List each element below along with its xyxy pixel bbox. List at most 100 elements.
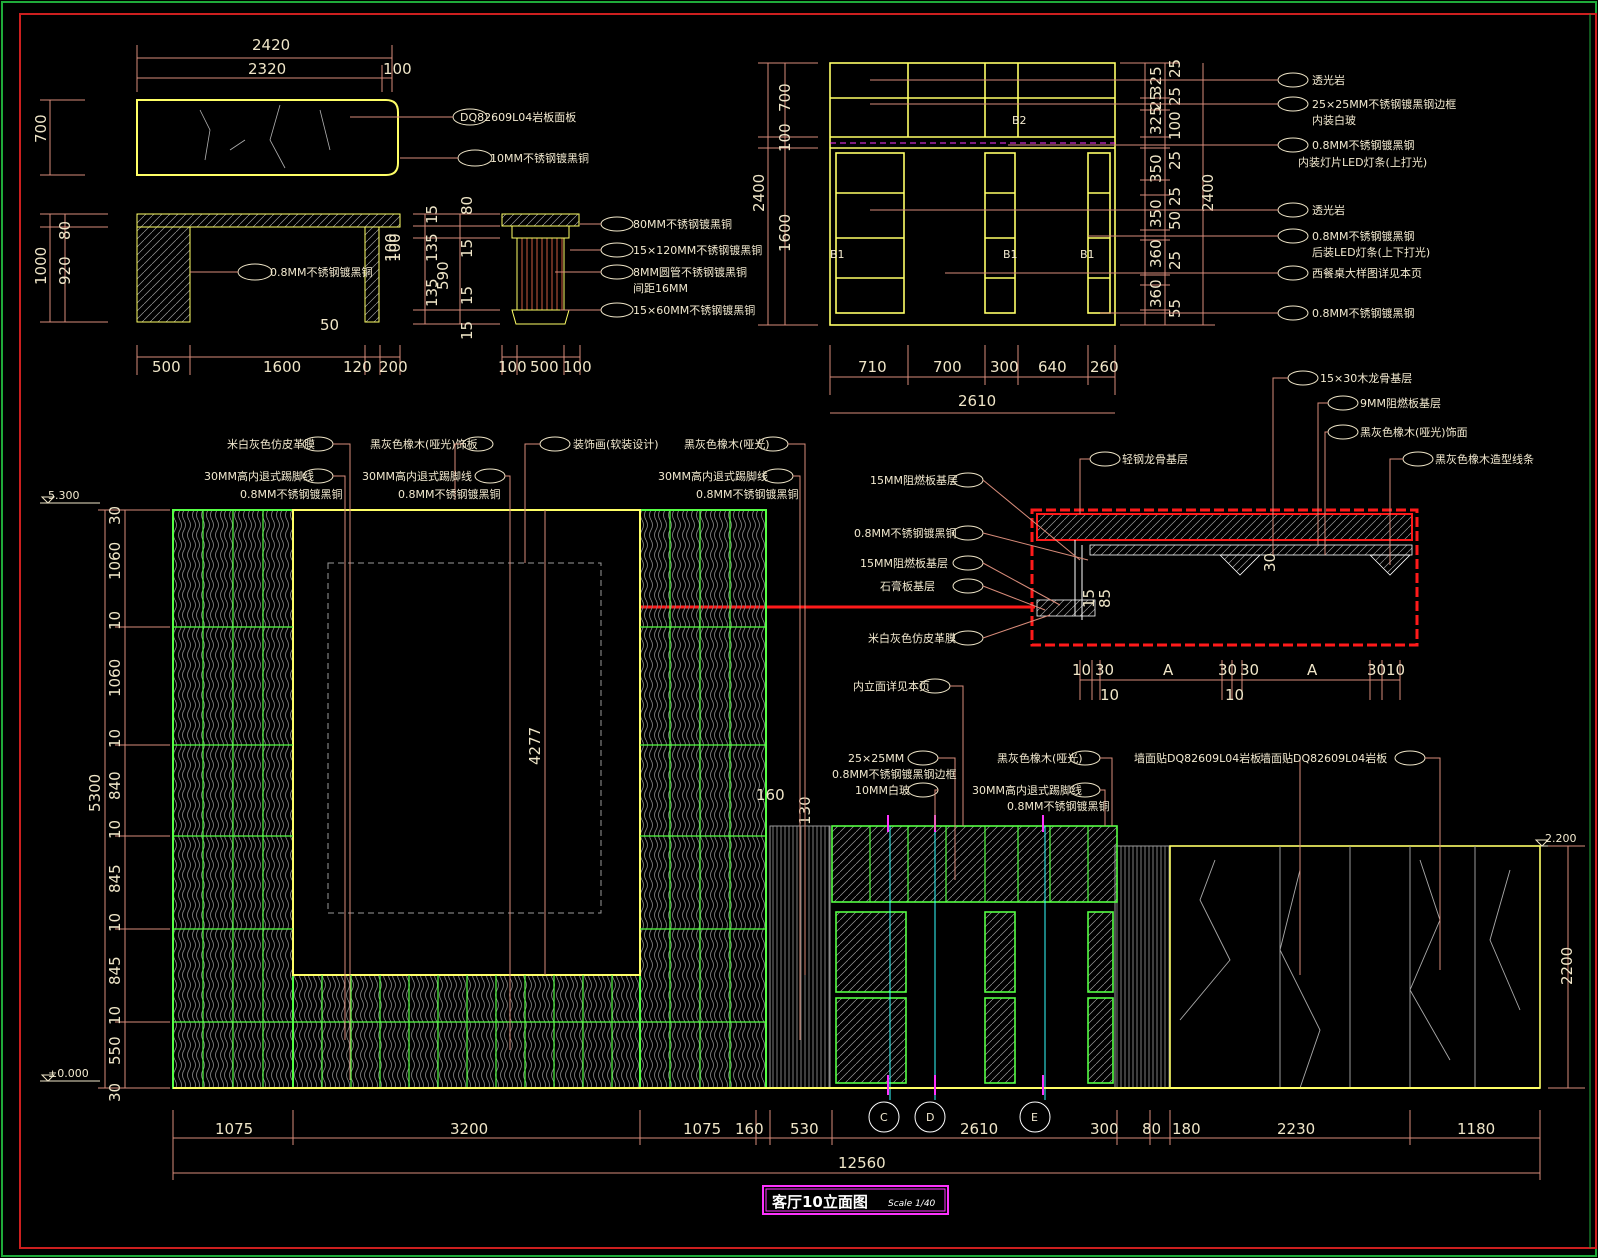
right-dims — [1548, 845, 1585, 1089]
cdim-r8: 50 — [1166, 211, 1184, 230]
ddim-b2: A — [1163, 661, 1174, 679]
cdim-r2: 25 — [1147, 91, 1165, 110]
sdim-100: 100 — [386, 233, 404, 262]
svg-text:1075: 1075 — [215, 1120, 253, 1138]
svg-text:180: 180 — [1172, 1120, 1201, 1138]
sdim-80: 80 — [458, 196, 476, 215]
sdim-135: 135 — [423, 233, 441, 262]
dim-1000: 1000 — [32, 247, 50, 285]
cdim-rtotal: 2400 — [1199, 174, 1217, 212]
sdim-15a: 15 — [423, 205, 441, 224]
svg-text:550: 550 — [106, 1036, 124, 1065]
label-80mm: 80MM不锈钢镀黑铜 — [633, 217, 732, 231]
section-markers — [868, 1101, 1051, 1133]
clabel-8: 西餐桌大样图详见本页 — [1312, 266, 1422, 280]
level-top: 5.300 — [48, 489, 80, 502]
cdim-r4: 100 — [1166, 111, 1184, 140]
elabel-top2a: 30MM高内退式踢脚线 — [204, 469, 314, 483]
left-wall-panels — [172, 509, 767, 1089]
right-slat-strip — [1114, 845, 1171, 1089]
elev-bottom-dim-texts: 1075 3200 1075 160 530 2610 300 80 180 2… — [215, 1120, 1495, 1172]
sdim-b100b: 100 — [563, 358, 592, 376]
svg-text:80: 80 — [1142, 1120, 1161, 1138]
section-mark-c: C — [880, 1111, 888, 1124]
sdim-15d: 15 — [458, 321, 476, 340]
sdim-135b: 135 — [423, 278, 441, 307]
cabinet-leaders — [870, 79, 1278, 314]
cdim-b260: 260 — [1090, 358, 1119, 376]
glass-cabinet-dividers — [869, 826, 1089, 902]
svg-text:2230: 2230 — [1277, 1120, 1315, 1138]
dlabel-r3: 黑灰色橡木造型线条 — [1435, 452, 1534, 466]
cdim-b710: 710 — [858, 358, 887, 376]
cdim-r1: 325 — [1147, 66, 1165, 95]
svg-text:12560: 12560 — [838, 1154, 886, 1172]
svg-text:10: 10 — [106, 1006, 124, 1025]
marble-veins — [199, 104, 331, 169]
dlabel-r0: 15×30木龙骨基层 — [1320, 372, 1412, 385]
elevation-bottom-dims — [172, 1110, 1541, 1180]
svg-text:30: 30 — [106, 506, 124, 525]
elabel-top1: 黑灰色橡木(哑光)饰板 — [370, 437, 478, 451]
elabel-top3b: 0.8MM不锈钢镀黑铜 — [398, 487, 500, 501]
sdim-b500: 500 — [530, 358, 559, 376]
svg-text:10: 10 — [106, 820, 124, 839]
glass-cabinet — [831, 825, 1118, 1084]
dlabel-l1: 0.8MM不锈钢镀黑铜 — [854, 526, 956, 540]
dim-700: 700 — [32, 114, 50, 143]
cabinet-elevation — [829, 62, 1116, 326]
elabel-mid3: 黑灰色橡木(哑光) — [997, 751, 1083, 765]
cdim-700: 700 — [776, 83, 794, 112]
elabel-top3a: 0.8MM不锈钢镀黑铜 — [240, 487, 342, 501]
dim-1600: 1600 — [263, 358, 301, 376]
label-10mm-steel: 10MM不锈钢镀黑铜 — [490, 151, 589, 165]
clabel-4: 内装灯片LED灯条(上打光) — [1298, 155, 1427, 169]
svg-text:300: 300 — [1090, 1120, 1119, 1138]
dim-80: 80 — [56, 221, 74, 240]
dlabel-l2: 15MM阻燃板基层 — [860, 556, 948, 570]
inner-frame — [19, 13, 1597, 1249]
cyan-section-lines — [889, 826, 1046, 1100]
table-plan — [40, 45, 401, 375]
title-block — [762, 1185, 949, 1215]
elabel-mid6: 墙面贴DQ82609L04岩板 — [1134, 751, 1261, 765]
level-zero: ±0.000 — [48, 1067, 89, 1080]
elev-small-160: 160 — [756, 786, 785, 804]
table-top-outline — [136, 99, 399, 176]
cdim-rb1: 25 — [1166, 59, 1184, 78]
dim-100: 100 — [383, 60, 412, 78]
dim-50: 50 — [320, 316, 339, 334]
ddim-b3: 30 — [1218, 661, 1237, 679]
cdim-100: 100 — [776, 123, 794, 152]
dlabel-r4: 轻钢龙骨基层 — [1122, 452, 1188, 466]
svg-text:845: 845 — [106, 956, 124, 985]
stool-section — [501, 213, 580, 325]
cdim-r11: 360 — [1147, 279, 1165, 308]
label-15x60: 15×60MM不锈钢镀黑铜 — [633, 303, 755, 317]
section-mark-e: E — [1031, 1111, 1038, 1124]
cdim-total: 2610 — [958, 392, 996, 410]
svg-text:2610: 2610 — [960, 1120, 998, 1138]
clabel-6: 0.8MM不锈钢镀黑钢 — [1312, 229, 1414, 243]
elabel-mid5: 0.8MM不锈钢镀黑铜 — [1007, 799, 1109, 813]
cmark-b1c: B1 — [1080, 248, 1095, 261]
elabel-top3: 黑灰色橡木(哑光) — [684, 437, 770, 451]
label-rock-top: DQ82609L04岩板面板 — [460, 110, 576, 124]
cdim-r3: 325 — [1147, 106, 1165, 135]
svg-text:1180: 1180 — [1457, 1120, 1495, 1138]
dlabel-r1: 9MM阻燃板基层 — [1360, 396, 1441, 410]
dim-100b: 100 — [382, 233, 400, 262]
dim-2420: 2420 — [252, 36, 290, 54]
svg-text:845: 845 — [106, 864, 124, 893]
elabel-mid7: 墙面贴DQ82609L04岩板 — [1260, 751, 1387, 765]
dim-120: 120 — [343, 358, 372, 376]
cdim-rb3: 25 — [1166, 187, 1184, 206]
ddim-b0: 10 — [1072, 661, 1091, 679]
elev-right-dim: 2200 — [1558, 947, 1576, 985]
dim-920: 920 — [56, 256, 74, 285]
stool-leaders — [555, 223, 601, 311]
level-right: 2.200 — [1545, 832, 1577, 845]
ddim-85: 85 — [1096, 589, 1114, 608]
ddim-30: 30 — [1261, 553, 1279, 572]
